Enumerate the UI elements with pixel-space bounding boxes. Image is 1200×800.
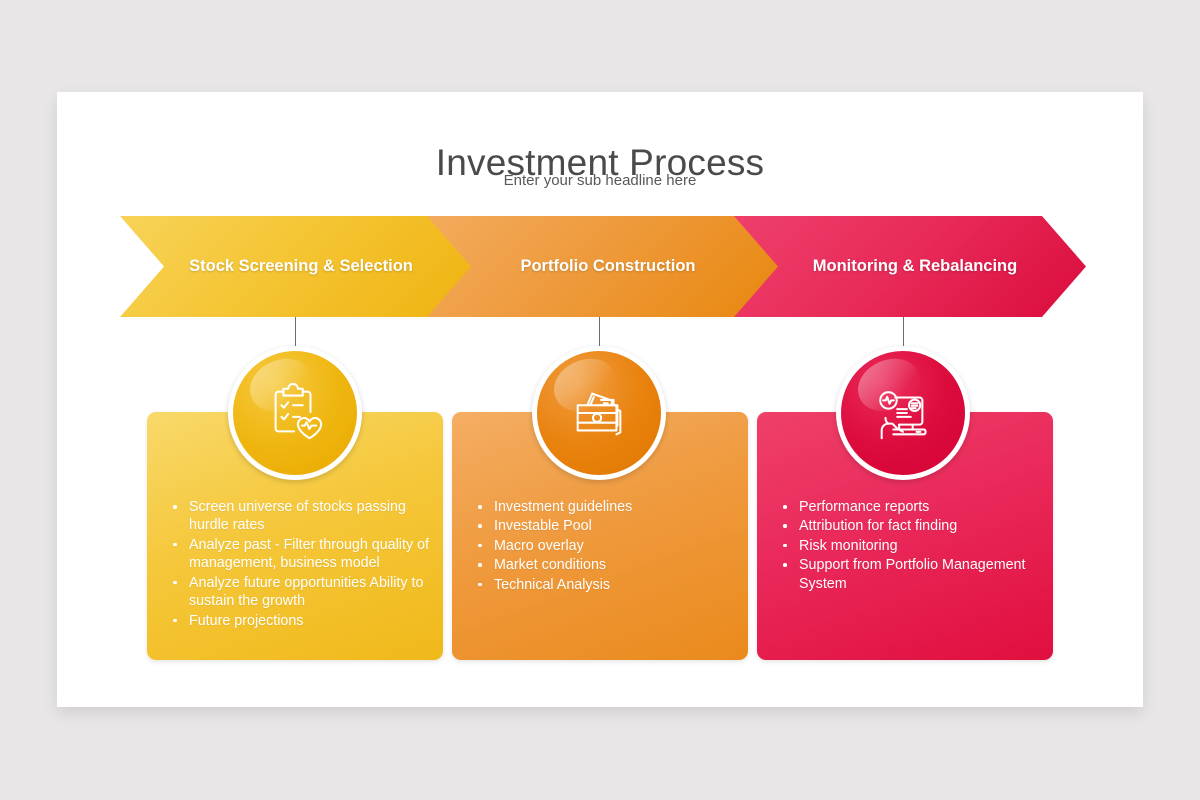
list-item: Macro overlay <box>474 537 734 555</box>
list-item: Market conditions <box>474 556 734 574</box>
wallet-documents-icon <box>576 392 622 436</box>
list-item: Analyze future opportunities Ability to … <box>169 574 429 611</box>
list-item: Screen universe of stocks passing hurdle… <box>169 498 429 535</box>
bullet-list-2: Investment guidelines Investable Pool Ma… <box>474 498 734 595</box>
page-subtitle: Enter your sub headline here <box>503 172 697 189</box>
process-step-banner-1[interactable]: Stock Screening & Selection <box>120 216 472 317</box>
list-item: Performance reports <box>779 498 1039 516</box>
process-step-icon-badge-3[interactable] <box>836 346 970 480</box>
analyst-monitor-icon <box>879 391 927 440</box>
bullet-list-1: Screen universe of stocks passing hurdle… <box>169 498 429 631</box>
process-step-icon-badge-1[interactable] <box>228 346 362 480</box>
list-item: Attribution for fact finding <box>779 517 1039 535</box>
list-item: Investment guidelines <box>474 498 734 516</box>
process-step-banner-label: Portfolio Construction <box>520 257 696 276</box>
list-item: Analyze past - Filter through quality of… <box>169 536 429 573</box>
list-item: Technical Analysis <box>474 576 734 594</box>
process-step-icon-badge-2[interactable] <box>532 346 666 480</box>
list-item: Investable Pool <box>474 517 734 535</box>
process-step-banner-label: Stock Screening & Selection <box>189 257 413 276</box>
list-item: Future projections <box>169 612 429 630</box>
list-item: Risk monitoring <box>779 537 1039 555</box>
bullet-list-3: Performance reports Attribution for fact… <box>779 498 1039 594</box>
page-title: Investment Process <box>435 141 765 183</box>
process-step-banner-2[interactable]: Portfolio Construction <box>427 216 779 317</box>
process-banner-row: Stock Screening & Selection Portfolio Co… <box>120 216 1078 317</box>
process-step-banner-label: Monitoring & Rebalancing <box>812 257 1018 276</box>
process-step-banner-3[interactable]: Monitoring & Rebalancing <box>734 216 1086 317</box>
slide-canvas: Investment Process Enter your sub headli… <box>57 92 1143 707</box>
process-step-card-3[interactable]: Performance reports Attribution for fact… <box>757 412 1053 660</box>
list-item: Support from Portfolio Management System <box>779 556 1039 593</box>
clipboard-heart-icon <box>274 382 323 440</box>
